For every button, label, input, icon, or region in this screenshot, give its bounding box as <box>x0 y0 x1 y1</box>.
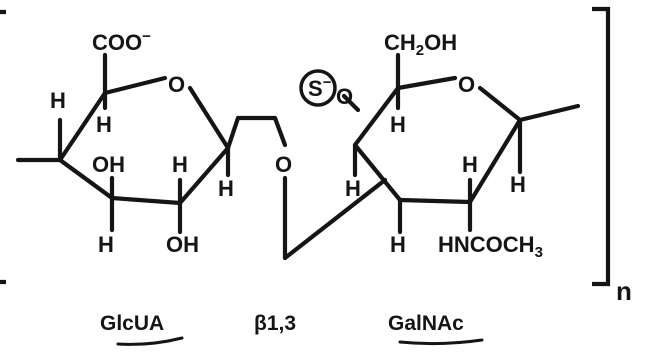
glcua-oh-bottom: OH <box>166 232 199 257</box>
bond-label: β1,3 <box>254 312 296 335</box>
glcua-ring <box>15 52 288 235</box>
galnac-underline <box>398 338 484 346</box>
sulfate-circle <box>299 69 337 107</box>
glcua-ring-oxygen: O <box>168 72 185 97</box>
linkage-oxygen: O <box>275 152 292 177</box>
glcua-h-inner-right: H <box>172 152 188 177</box>
galnac-h-right: H <box>510 172 526 197</box>
glcua-label: GlcUA <box>100 312 164 335</box>
galnac-h-left: H <box>345 176 361 201</box>
glycosidic-linkage <box>282 175 388 261</box>
glcua-h-inner-left: H <box>96 112 112 137</box>
glcua-h-top-left: H <box>50 88 66 113</box>
galnac-ring-oxygen: O <box>458 72 475 97</box>
galnac-ring <box>341 52 581 235</box>
galnac-h-bottom: H <box>390 232 406 257</box>
galnac-ch2oh: CH2OH <box>384 30 457 59</box>
sulfate-oxygen: O <box>336 84 353 109</box>
glcua-h-bottom-left: H <box>98 232 114 257</box>
glcua-oh-lower-left: OH <box>92 152 125 177</box>
left-bracket <box>0 9 6 285</box>
galnac-acetamido: HNCOCH3 <box>438 232 543 261</box>
glcua-h-right: H <box>218 176 234 201</box>
sulfate-label: S− <box>308 74 332 101</box>
galnac-h-inner-right: H <box>462 152 478 177</box>
galnac-h-upper-left: H <box>390 112 406 137</box>
glcua-underline <box>116 336 184 346</box>
right-bracket <box>592 6 611 287</box>
galnac-label: GalNAc <box>388 312 464 335</box>
repeat-subscript: n <box>616 276 632 306</box>
glcua-carboxylate: COO− <box>92 28 151 55</box>
